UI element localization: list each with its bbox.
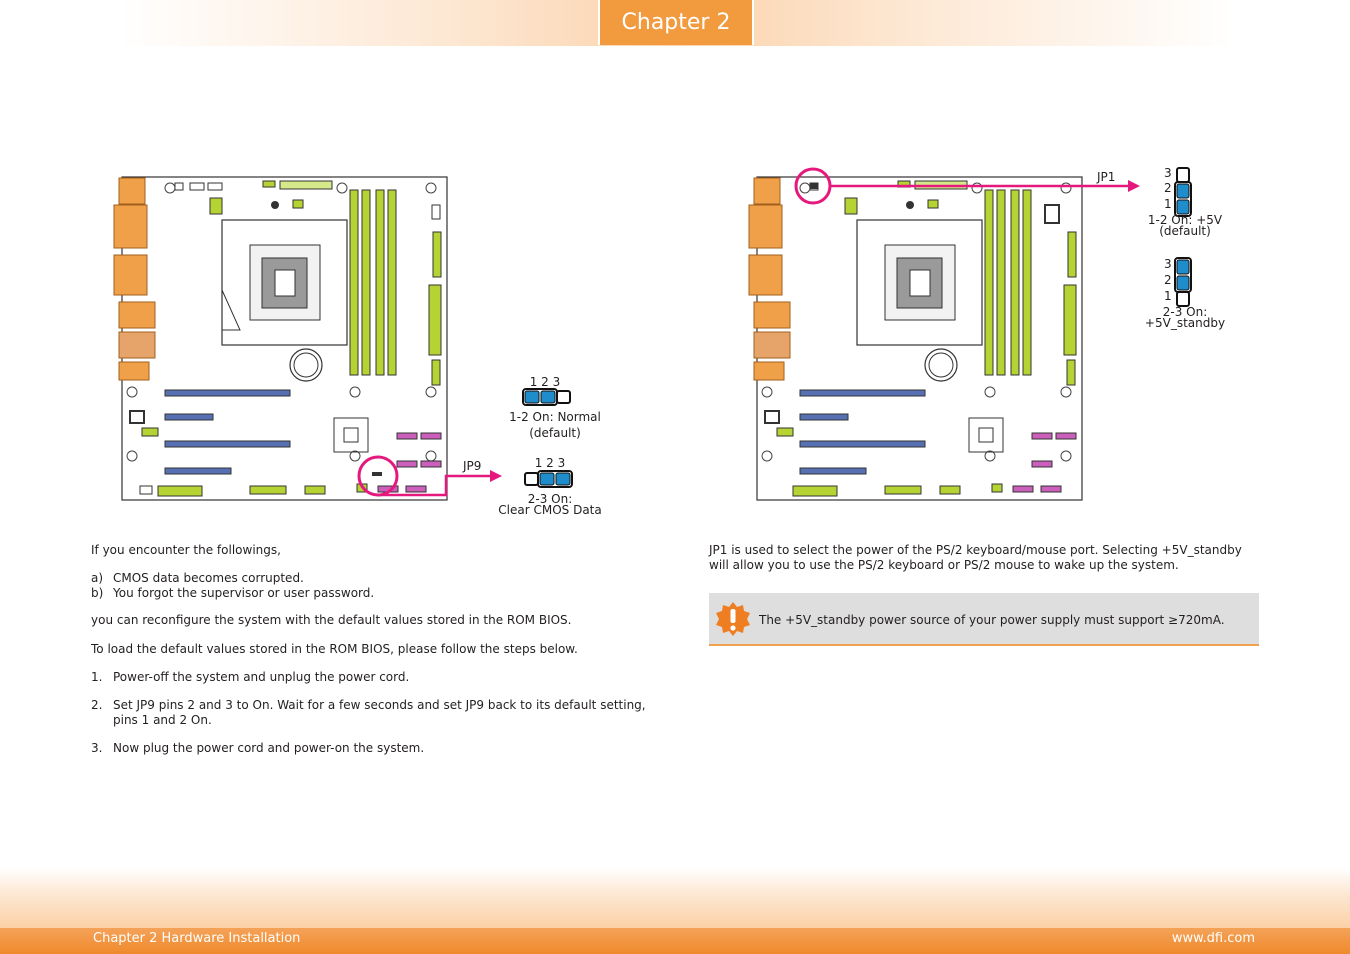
note-text: The +5V_standby power source of your pow… xyxy=(759,613,1225,627)
step-text-continued: pins 1 and 2 On. xyxy=(113,713,212,727)
footer-bar xyxy=(0,928,1350,954)
jp1-label: JP1 xyxy=(1097,170,1116,184)
load-defaults-text: To load the default values stored in the… xyxy=(91,642,578,656)
jp1-top-pin-3: 3 xyxy=(1164,166,1172,180)
jp1-bottom-pin-3: 3 xyxy=(1164,257,1172,271)
step-item: 3. Now plug the power cord and power-on … xyxy=(91,741,424,756)
step-marker: 3. xyxy=(91,741,103,755)
jp1-top-pin-1: 1 xyxy=(1164,197,1172,211)
intro-text: If you encounter the followings, xyxy=(91,543,281,557)
jp1-setting2-line2: +5V_standby xyxy=(1144,316,1226,330)
jp9-setting1-line2: (default) xyxy=(529,426,581,440)
list-item: a) CMOS data becomes corrupted. xyxy=(91,571,304,586)
list-item: b) You forgot the supervisor or user pas… xyxy=(91,586,374,601)
jp1-top-pin-2: 2 xyxy=(1164,181,1172,195)
jp1-setting1-line1: 1-2 On: +5V xyxy=(1147,213,1223,227)
reconfigure-text: you can reconfigure the system with the … xyxy=(91,613,572,627)
step-marker: 1. xyxy=(91,670,103,684)
jp1-setting2-line1: 2-3 On: xyxy=(1162,305,1208,319)
footer-band xyxy=(0,868,1350,930)
jp1-setting1-line2: (default) xyxy=(1159,224,1211,238)
jp1-description-line1: JP1 is used to select the power of the P… xyxy=(709,543,1242,557)
motherboard-diagram-right xyxy=(748,167,1192,501)
step-text: Set JP9 pins 2 and 3 to On. Wait for a f… xyxy=(113,698,646,712)
list-marker: b) xyxy=(91,586,104,600)
list-text: You forgot the supervisor or user passwo… xyxy=(113,586,375,600)
jp1-bottom-pin-1: 1 xyxy=(1164,289,1172,303)
jp1-bottom-pin-2: 2 xyxy=(1164,273,1172,287)
motherboard-diagram-left xyxy=(113,176,573,501)
warning-icon xyxy=(716,602,750,636)
list-marker: a) xyxy=(91,571,104,585)
jp9-setting2-line1: 2-3 On: xyxy=(527,492,573,506)
step-item: 1. Power-off the system and unplug the p… xyxy=(91,670,409,685)
jp1-description-line2: will allow you to use the PS/2 keyboard … xyxy=(709,558,1179,572)
jp9-pins-top: 1 2 3 xyxy=(529,375,561,389)
step-text: Power-off the system and unplug the powe… xyxy=(113,670,410,684)
step-text: Now plug the power cord and power-on the… xyxy=(113,741,425,755)
jp9-pins-bottom: 1 2 3 xyxy=(534,456,566,470)
list-text: CMOS data becomes corrupted. xyxy=(113,571,304,585)
step-item: 2. Set JP9 pins 2 and 3 to On. Wait for … xyxy=(91,698,646,727)
footer-website-link[interactable]: www.dfi.com xyxy=(1171,931,1255,946)
jp9-setting2-line2: Clear CMOS Data xyxy=(498,503,602,517)
step-marker: 2. xyxy=(91,698,103,712)
jp9-setting1-line1: 1-2 On: Normal xyxy=(509,410,601,424)
chapter-tab: Chapter 2 xyxy=(598,0,754,45)
footer-chapter-title: Chapter 2 Hardware Installation xyxy=(93,931,301,946)
note-box: The +5V_standby power source of your pow… xyxy=(709,593,1259,646)
jp9-label: JP9 xyxy=(463,459,482,473)
